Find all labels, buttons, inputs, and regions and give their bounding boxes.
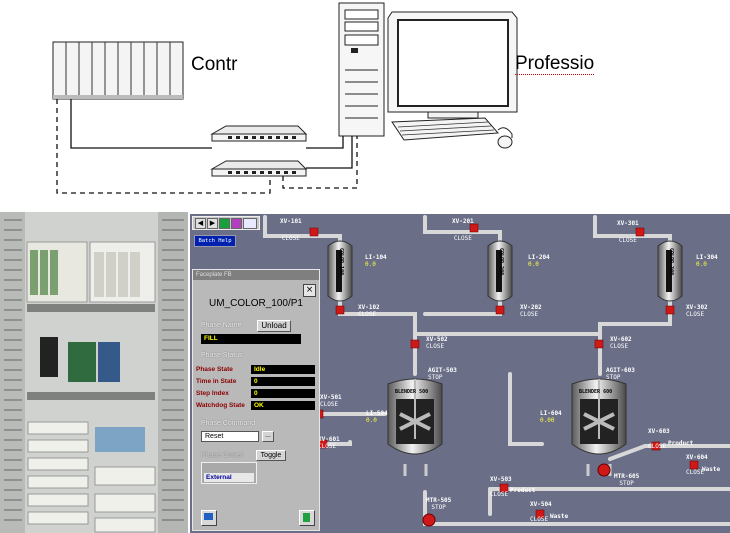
product-line-label-2: Product [510,487,536,494]
window-icon[interactable] [243,218,257,229]
network-switch-1-icon [210,125,308,142]
toggle-button[interactable]: Toggle [256,450,286,461]
purple-display-icon[interactable] [231,218,242,229]
back-arrow-icon[interactable]: ◀ [195,218,206,229]
network-cables-dashed [56,99,358,194]
tank-color-300 [657,240,683,302]
product-line-label-1: Product [668,440,694,447]
faceplate-title: Faceplate FB [193,270,319,280]
tank-label-color-100: COLOR 100 [338,248,344,276]
close-icon[interactable]: × [303,284,316,297]
phase-command-select[interactable]: Reset [201,431,259,442]
network-cables [70,99,353,169]
network-diagram-graphic [52,2,518,194]
command-browse-button[interactable]: ... [262,431,274,442]
owner-value: External [204,473,254,482]
monitor-icon [387,11,518,119]
pc-tower-icon [338,2,385,137]
unload-button[interactable]: Unload [257,320,291,332]
controller-label: Contr [191,54,238,75]
blender-500-vessel [387,378,443,476]
process-graphic [263,215,730,527]
controller-rack-icon [52,41,184,100]
tank-label-color-300: COLOR 300 [668,248,674,276]
unit-detail-icon[interactable] [201,510,217,526]
batch-help-button[interactable]: Batch Help [194,235,236,247]
keyboard-icon [391,117,500,141]
blender-label-600: BLENDER 600 [579,389,613,395]
blender-600-vessel [571,378,627,476]
tank-label-color-200: COLOR 200 [498,248,504,276]
forward-arrow-icon[interactable]: ▶ [207,218,218,229]
valve-symbols [309,223,699,519]
pipe-network [263,215,730,526]
phase-owner-label: Phase Owner [201,452,244,459]
mouse-icon [497,127,513,149]
hmi-toolbar: ◀ ▶ [192,216,260,230]
network-switch-2-icon [210,160,308,177]
control-cabinet-photo [0,212,188,533]
waste-line-label-1: Waste [702,466,721,473]
phase-status-label: Phase Status [201,352,243,359]
tank-color-100 [327,240,353,302]
waste-line-label-2: Waste [550,513,569,520]
tank-color-200 [487,240,513,302]
control-cabinet-graphic [0,212,188,533]
blender-label-500: BLENDER 500 [395,389,429,395]
phase-name-label: Phase Name [201,322,242,329]
pump-motor-symbols [422,463,611,527]
phase-name-value: FILL [201,334,301,344]
phase-command-label: Phase Command [201,420,256,427]
workstation-label: Professio [515,53,595,75]
unit-name: UM_COLOR_100/P1 [209,298,303,309]
phase-icon[interactable] [299,510,315,526]
network-diagram: Contr Professio [0,0,730,212]
owner-box: External [201,462,257,484]
faceplate-window: Faceplate FB × UM_COLOR_100/P1 Phase Nam… [192,269,320,531]
green-display-icon[interactable] [219,218,230,229]
